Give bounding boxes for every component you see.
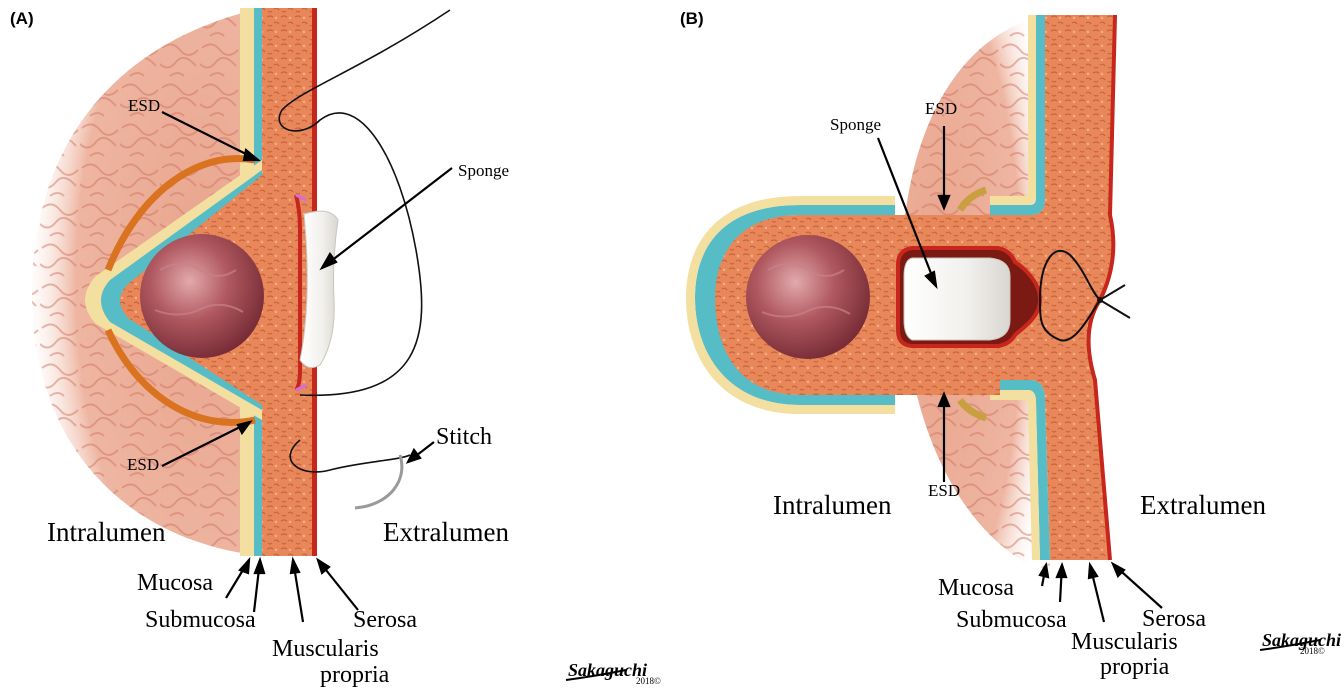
panel-b-esd-bottom-label: ESD	[928, 481, 960, 500]
panel-b-sponge-label: Sponge	[830, 115, 881, 134]
panel-b-sponge	[904, 258, 1010, 340]
panel-b-propria-label: propria	[1100, 654, 1170, 680]
panel-b-muscularis-label: Muscularis	[1071, 629, 1178, 655]
panel-a-esd-top-label: ESD	[128, 96, 160, 115]
panel-b-submucosa-label: Submucosa	[956, 607, 1067, 633]
panel-a-muscularis-label: Muscularis	[272, 636, 379, 662]
panel-b-mucosa-label: Mucosa	[938, 575, 1014, 601]
panel-a-signature: Sakaguchi 2018©	[566, 660, 661, 686]
panel-a-intralumen-label: Intralumen	[47, 517, 166, 547]
panel-a-mucosa-label: Mucosa	[137, 570, 213, 596]
panel-a-propria-label: propria	[320, 662, 390, 688]
panel-b-tumor	[746, 235, 870, 359]
panel-a-sponge-label: Sponge	[458, 161, 509, 180]
panel-a-label: (A)	[10, 9, 34, 28]
panel-b-extralumen-label: Extralumen	[1140, 490, 1266, 520]
panel-b-label: (B)	[680, 9, 704, 28]
panel-a-submucosa-label: Submucosa	[145, 607, 256, 633]
panel-b-intralumen-label: Intralumen	[773, 490, 892, 520]
panel-a-tumor	[140, 234, 264, 358]
panel-b-esd-top-label: ESD	[925, 99, 957, 118]
svg-text:2018©: 2018©	[636, 676, 661, 686]
panel-a-serosa-label: Serosa	[353, 607, 417, 633]
panel-a-extralumen-label: Extralumen	[383, 517, 509, 547]
panel-a-stitch-label: Stitch	[436, 424, 492, 450]
svg-text:2018©: 2018©	[1300, 646, 1325, 656]
panel-b-suture-knot	[1097, 297, 1103, 303]
panel-b-signature: Sakaguchi 2018©	[1260, 630, 1341, 656]
panel-a-esd-bottom-label: ESD	[127, 455, 159, 474]
